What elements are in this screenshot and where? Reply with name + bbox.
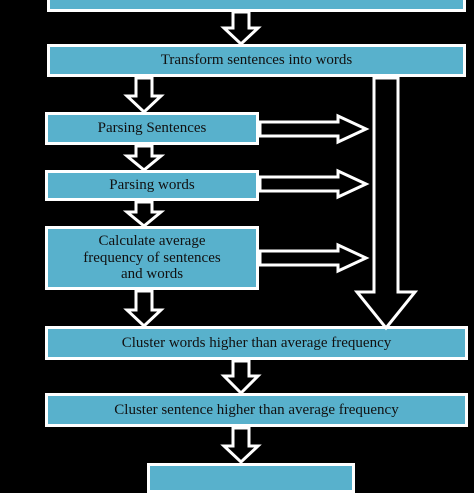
parse-sentences-label: Parsing Sentences — [97, 120, 207, 137]
right-arrow-3 — [258, 242, 370, 274]
down-arrow-5 — [123, 289, 165, 329]
parse-words-label: Parsing words — [109, 177, 195, 194]
top-step-box — [47, 0, 466, 12]
cluster-sentence-label: Cluster sentence higher than average fre… — [114, 401, 399, 418]
cluster-sentence-box: Cluster sentence higher than average fre… — [45, 393, 468, 427]
down-arrow-6 — [220, 359, 262, 396]
right-arrow-2 — [258, 168, 370, 200]
cluster-words-label: Cluster words higher than average freque… — [121, 334, 392, 351]
calculate-average-line1: Calculate average — [98, 233, 206, 250]
down-arrow-7 — [220, 426, 262, 465]
calculate-average-line3: and words — [120, 266, 184, 283]
cluster-words-box: Cluster words higher than average freque… — [45, 326, 468, 360]
calculate-average-box: Calculate average frequency of sentences… — [45, 226, 259, 290]
calculate-average-line2: frequency of sentences — [83, 249, 221, 266]
transform-step-label: Transform sentences into words — [160, 52, 353, 69]
transform-step-box: Transform sentences into words — [47, 44, 466, 77]
parse-sentences-box: Parsing Sentences — [45, 112, 259, 145]
down-arrow-1 — [220, 10, 262, 47]
right-arrow-1 — [258, 113, 370, 145]
parse-words-box: Parsing words — [45, 170, 259, 201]
down-arrow-4 — [122, 200, 166, 228]
down-arrow-3 — [122, 144, 166, 172]
flow-arrows — [122, 10, 419, 465]
large-down-arrow — [353, 76, 419, 331]
down-arrow-2 — [123, 76, 165, 115]
